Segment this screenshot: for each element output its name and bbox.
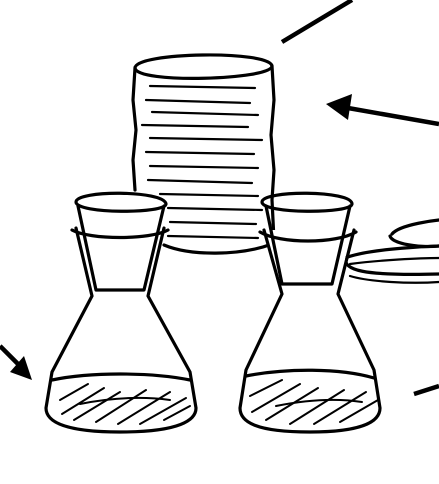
lab-glassware-illustration [0, 0, 439, 484]
diagram-canvas [0, 0, 439, 484]
